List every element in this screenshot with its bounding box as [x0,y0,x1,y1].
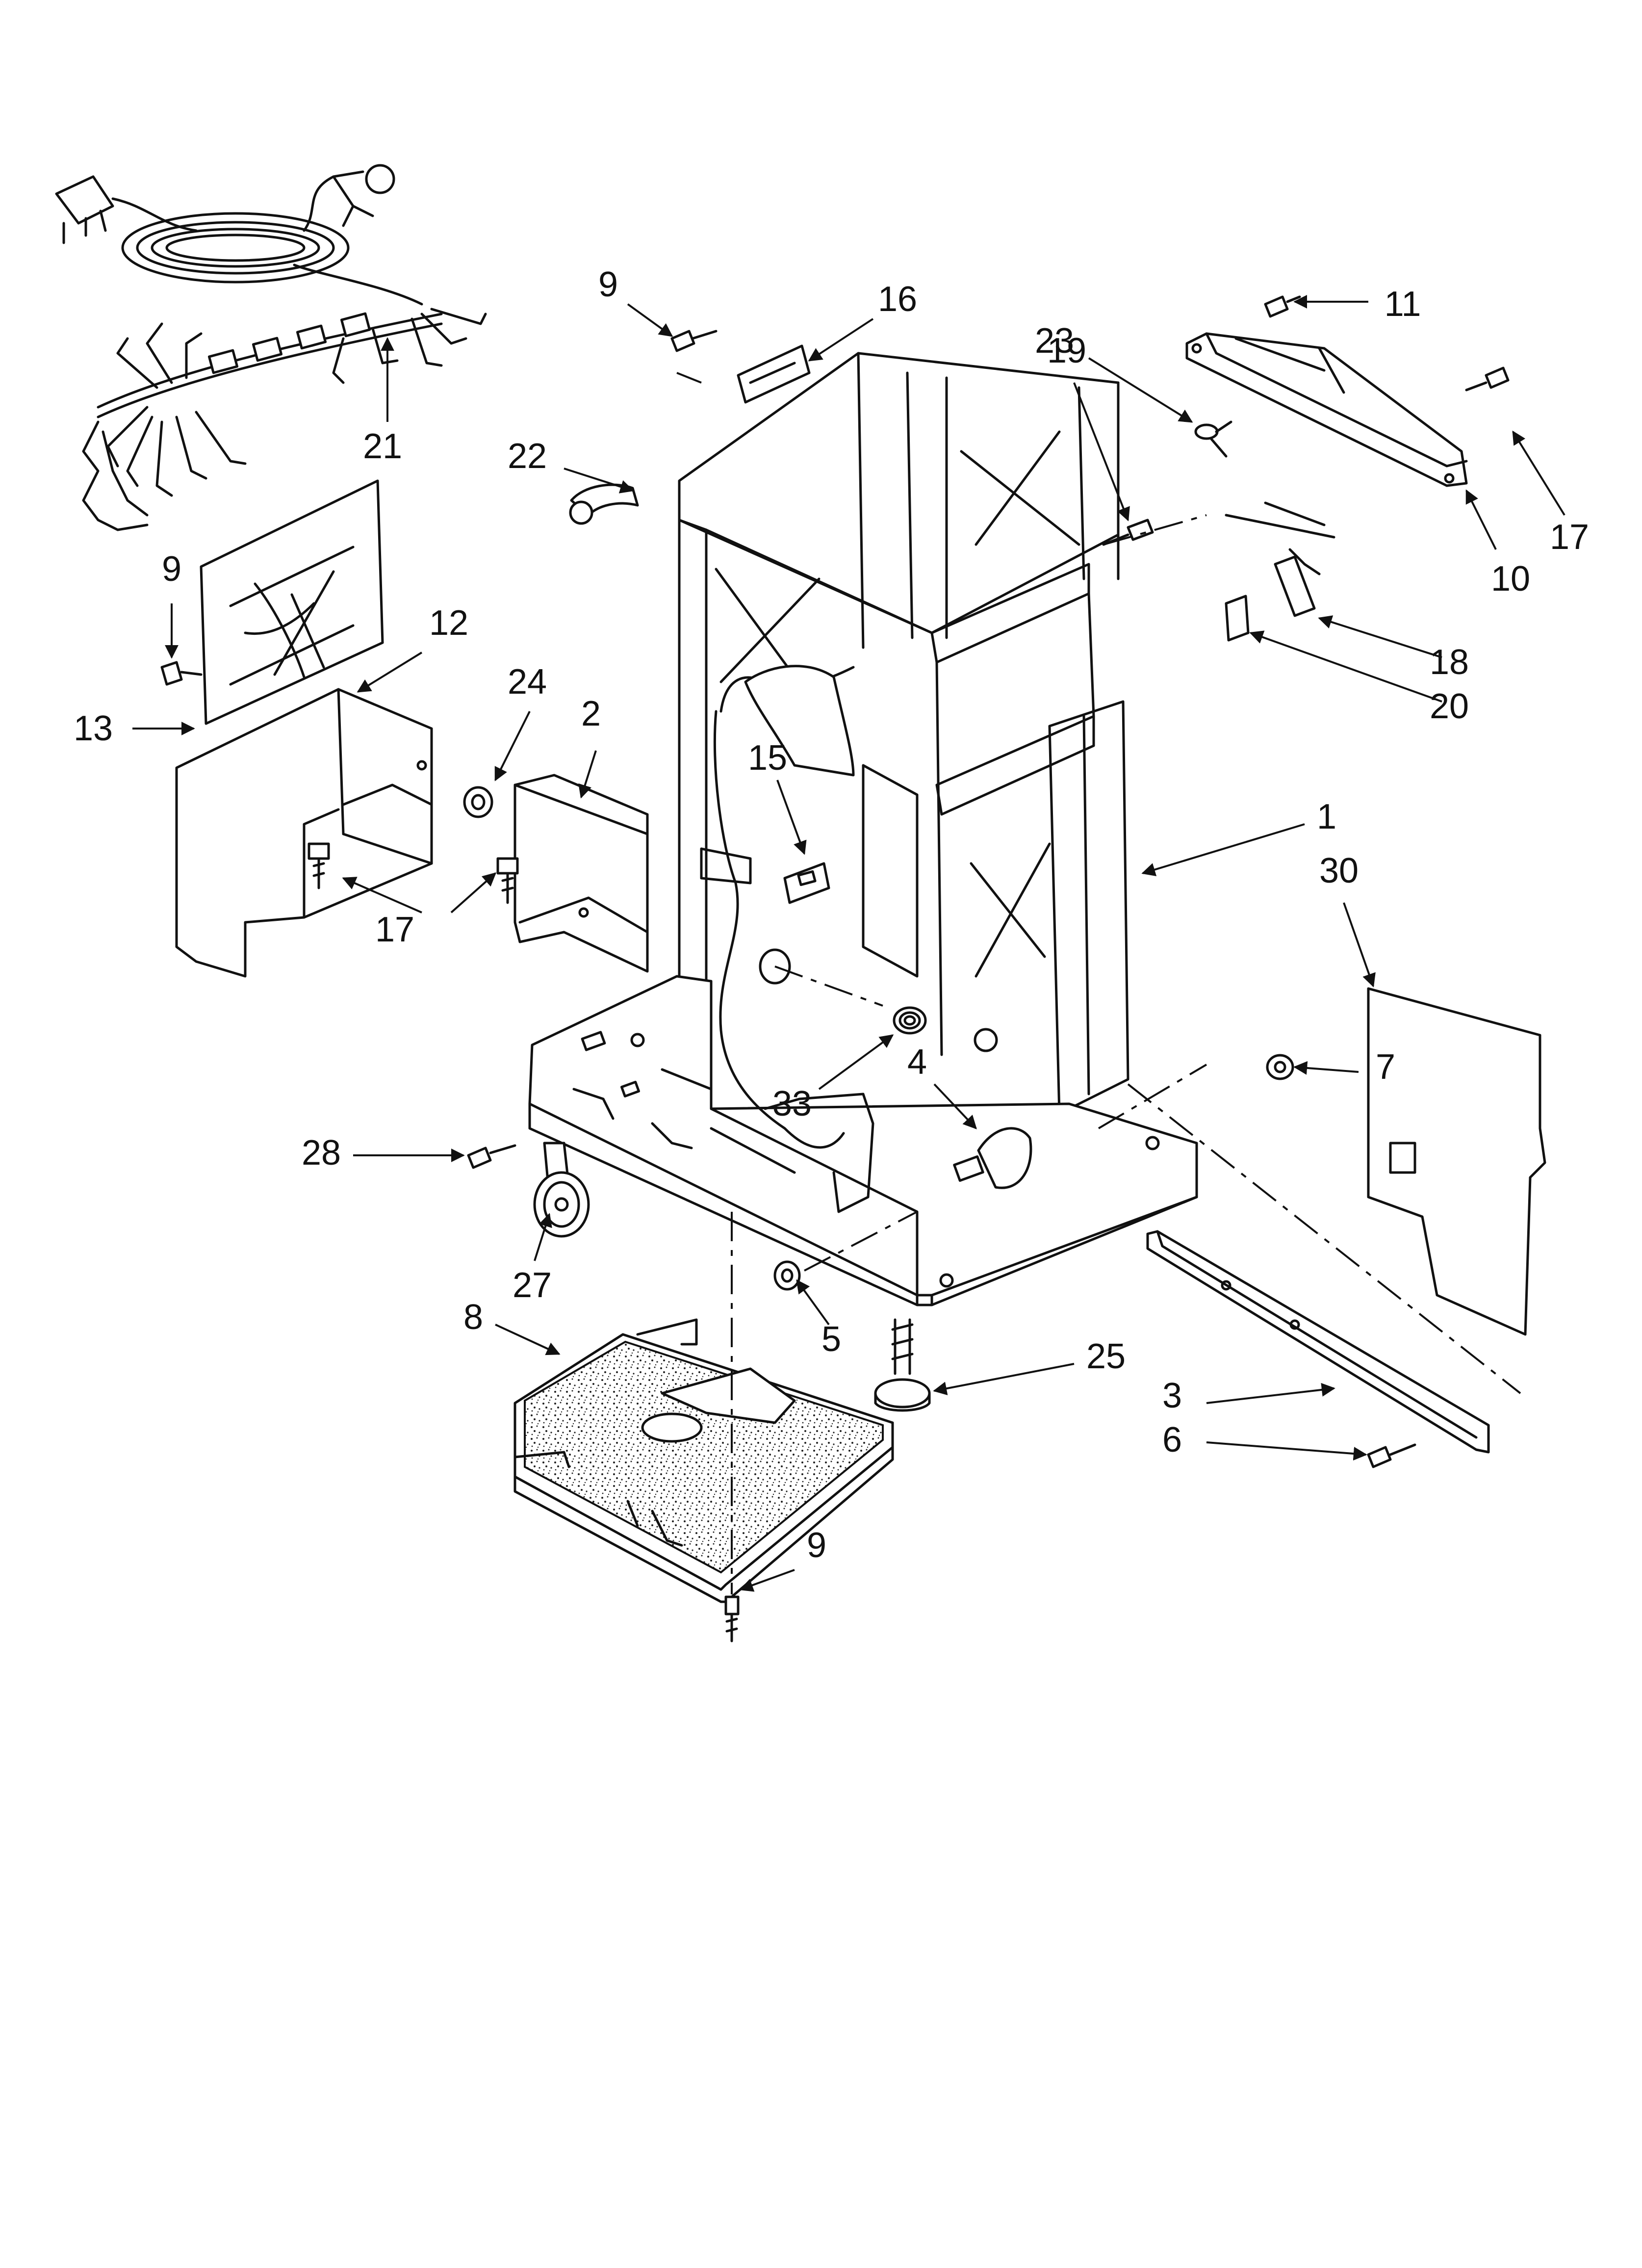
base-plate-8 [513,1318,894,1603]
callout-9: 9 [162,549,181,589]
callout-25: 25 [1086,1337,1126,1376]
cabinet-frame [528,352,1198,1306]
bushing-24 [463,786,493,818]
callout-17: 17 [1550,518,1589,557]
bracket-16 [737,344,811,404]
screw-11 [1264,295,1301,318]
rail-3 [1146,1230,1490,1454]
screw-28 [467,1144,516,1169]
callout-16: 16 [878,280,917,319]
callout-20: 20 [1430,687,1469,726]
wire-harness [82,263,487,531]
switch-15 [783,862,830,904]
callout-5: 5 [821,1320,841,1359]
callout-11: 11 [1385,285,1421,324]
screw-9-left [160,661,203,686]
callout-2: 2 [581,694,601,733]
caster-27 [533,1142,590,1238]
screw-9-top [670,330,718,352]
callout-23: 23 [1035,321,1074,361]
screw-9-bottom [724,1595,740,1642]
alignment-lines [676,372,1521,1594]
callout-7: 7 [1376,1047,1395,1087]
clamp-22 [569,483,639,525]
callout-6: 6 [1162,1420,1182,1460]
callout-30: 30 [1319,851,1359,890]
callout-13: 13 [74,709,113,748]
screw-17-mid [496,857,519,904]
callout-4: 4 [907,1043,927,1082]
callout-28: 28 [302,1133,341,1173]
top-bracket-10 [1185,332,1468,487]
leveling-leg-25 [874,1318,931,1412]
switch-18 [1225,501,1335,642]
callout-17: 17 [375,910,414,949]
screw-17-left [308,842,330,889]
clip-23 [1194,420,1232,458]
callout-18: 18 [1430,643,1469,682]
power-cord-plug [55,164,395,284]
screw-17-top [1465,366,1510,391]
callout-9: 9 [807,1526,826,1565]
part-4-motor [953,1127,1032,1189]
callout-27: 27 [513,1266,552,1305]
callout-labels: 9 16 11 23 19 17 10 22 21 9 12 13 24 2 1… [74,265,1589,1565]
callout-15: 15 [748,738,787,778]
callout-3: 3 [1162,1376,1182,1415]
callout-10: 10 [1491,559,1530,599]
callout-22: 22 [508,437,547,476]
nut-5 [773,1260,801,1291]
cover-12 [175,688,433,978]
callout-1: 1 [1317,797,1336,836]
part-33 [893,1006,927,1035]
screw-6 [1367,1443,1416,1468]
nut-7 [1266,1054,1294,1080]
callout-21: 21 [363,427,402,466]
callout-12: 12 [429,603,468,643]
callout-19: 19 [1047,331,1086,370]
callout-9: 9 [598,265,618,304]
leader-arrows [132,295,1565,1592]
rear-panel-13 [200,479,384,725]
callout-8: 8 [463,1298,483,1337]
panel-30 [1367,987,1546,1336]
bracket-2 [513,774,649,973]
callout-33: 33 [772,1084,812,1123]
callout-24: 24 [508,662,547,702]
